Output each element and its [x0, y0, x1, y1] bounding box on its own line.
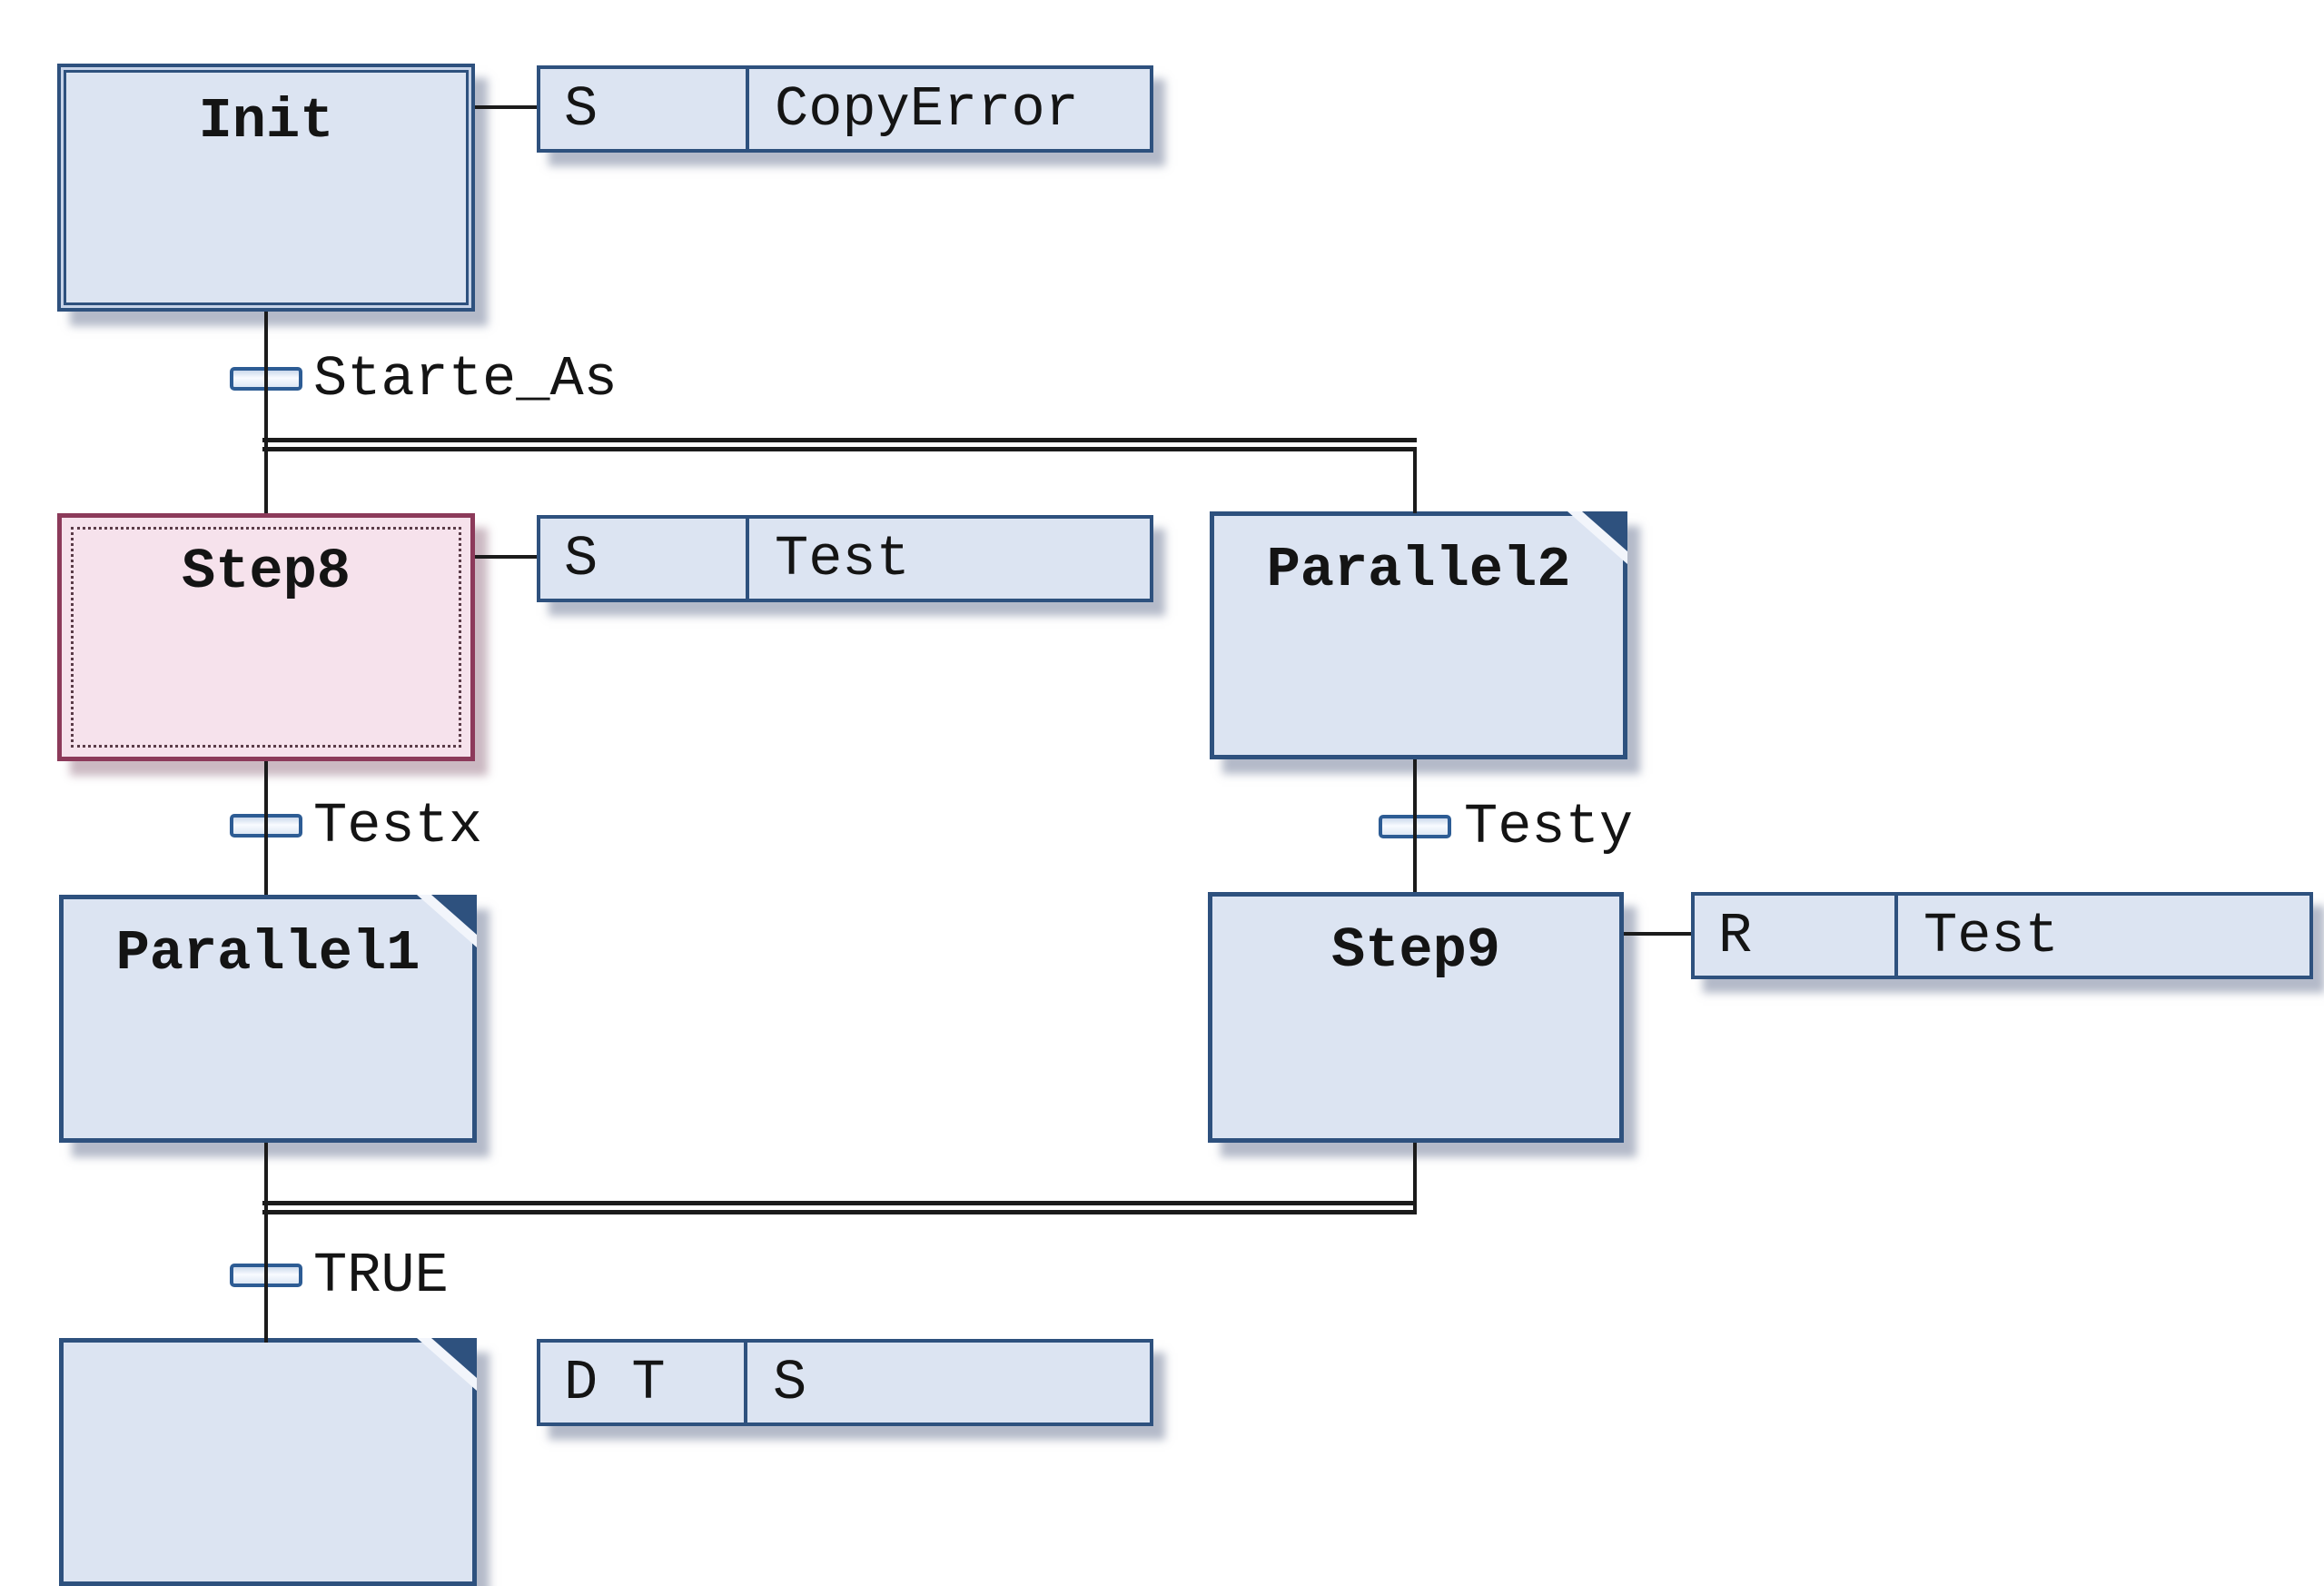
action-qualifier[interactable]: R: [1718, 903, 1753, 968]
step-init-label: Init: [198, 89, 334, 154]
step-init[interactable]: Init: [57, 64, 475, 312]
flow-line-step8-to-parallel1: [264, 761, 268, 895]
parallel-join-line-top: [262, 1201, 1417, 1205]
step-step9[interactable]: Step9: [1208, 892, 1624, 1143]
connector-step9-action: [1624, 932, 1691, 936]
flow-line-step9-to-join: [1413, 1143, 1417, 1214]
transition-label-starte-as[interactable]: Starte_As: [313, 346, 618, 411]
flow-line-parallel1-to-bottom: [264, 1143, 268, 1343]
parallel-split-line-top: [262, 438, 1417, 442]
flow-line-split-to-parallel2: [1413, 447, 1417, 513]
action-qualifier[interactable]: S: [564, 526, 598, 591]
action-block-bottom-clipped[interactable]: D T S: [537, 1339, 1153, 1426]
transition-label-true[interactable]: TRUE: [313, 1243, 449, 1308]
parallel-join-line-bottom: [262, 1210, 1417, 1214]
action-name[interactable]: Test: [1894, 896, 2309, 976]
action-qualifier[interactable]: S: [564, 76, 598, 142]
connector-init-action: [475, 105, 537, 109]
step-parallel2-label: Parallel2: [1266, 538, 1571, 602]
step-parallel2[interactable]: Parallel2: [1210, 511, 1627, 759]
transition-label-testy[interactable]: Testy: [1464, 794, 1634, 859]
action-qualifier[interactable]: D T: [564, 1350, 666, 1415]
step-step8[interactable]: Step8: [57, 513, 475, 761]
action-name[interactable]: CopyError: [746, 69, 1150, 149]
action-block-step8[interactable]: S Test: [537, 515, 1153, 602]
step-step9-label: Step9: [1330, 918, 1501, 983]
parallel-split-line-bottom: [262, 447, 1417, 451]
transition-label-testx[interactable]: Testx: [313, 793, 483, 858]
step-parallel1[interactable]: Parallel1: [59, 895, 477, 1143]
step-init-body: Init: [64, 70, 469, 305]
flow-line-init-to-step8: [264, 312, 268, 513]
action-block-step9[interactable]: R Test: [1691, 892, 2313, 979]
action-name[interactable]: S: [744, 1343, 1150, 1422]
flow-line-parallel2-to-step9: [1413, 759, 1417, 892]
step-step8-label: Step8: [181, 540, 351, 604]
action-block-init[interactable]: S CopyError: [537, 65, 1153, 153]
action-name[interactable]: Test: [746, 519, 1150, 599]
connector-step8-action: [475, 555, 537, 559]
active-step-marker: [71, 527, 461, 748]
step-parallel1-label: Parallel1: [115, 921, 420, 986]
